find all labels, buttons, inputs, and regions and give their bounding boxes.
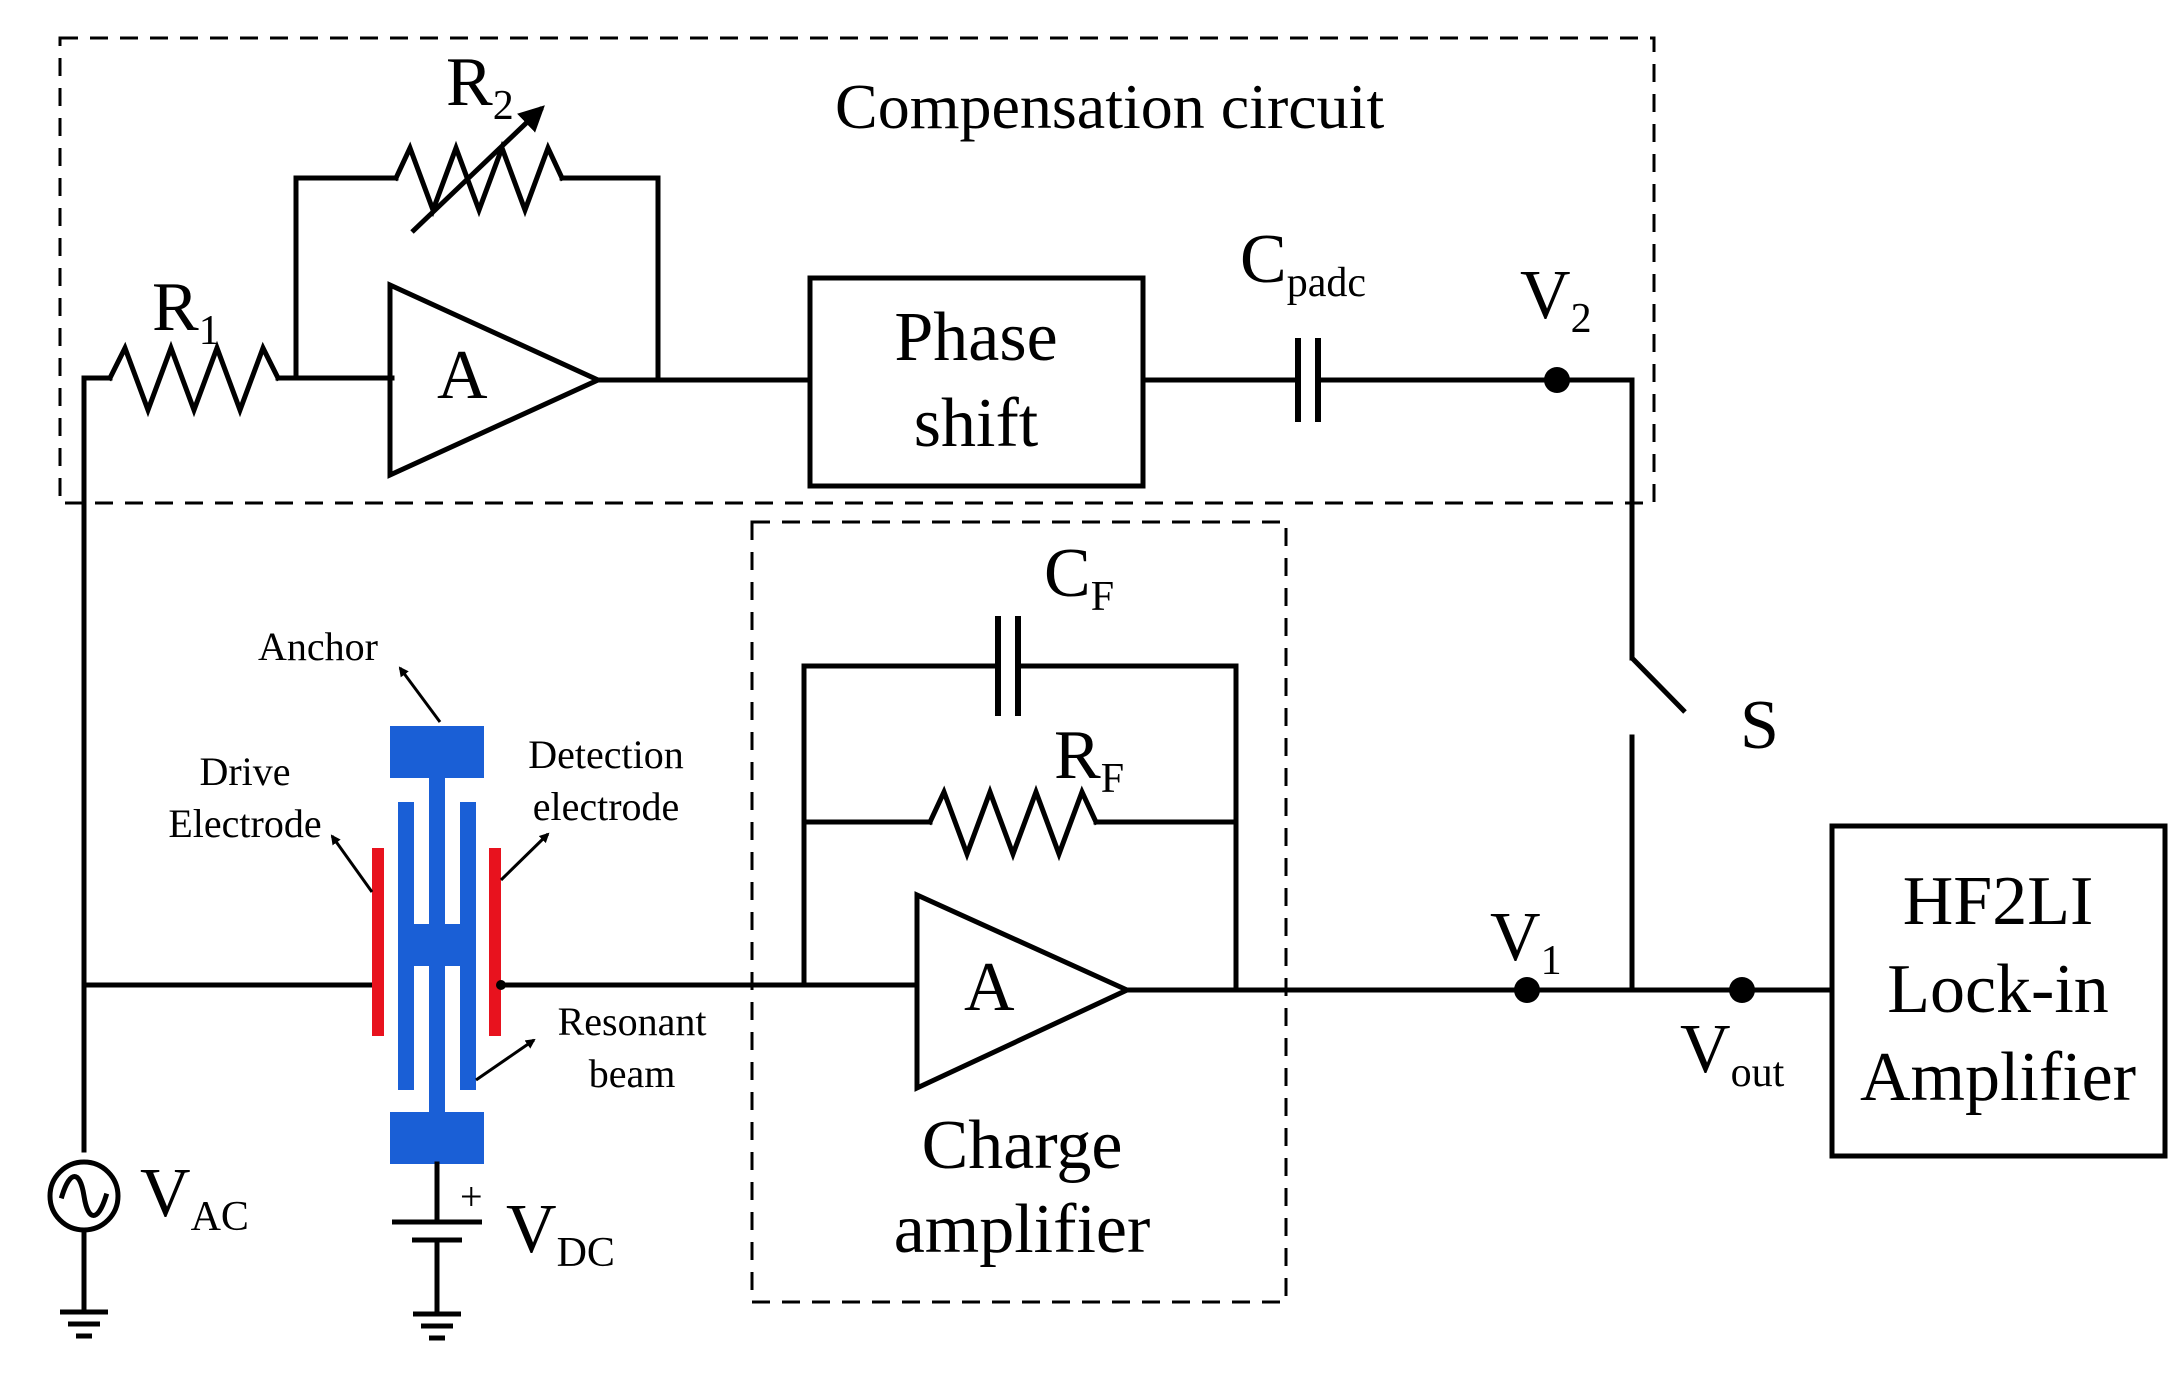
vac-sine-icon [58, 1174, 110, 1218]
r1-resistor [106, 340, 282, 418]
ground-icon-left [60, 1309, 108, 1339]
lockin-label-line1: HF2LI [1903, 863, 2094, 940]
resonator-anchor-bottom [390, 1112, 484, 1164]
v1-label: V1 [1490, 899, 1562, 984]
r2-feedback-wire-right [559, 175, 661, 381]
detection-electrode-label-line1: Detection [528, 732, 684, 777]
drive-electrode [372, 848, 384, 1036]
r2-resistor [392, 140, 566, 218]
drive-electrode-arrow [330, 834, 374, 893]
mems-resonator [372, 726, 501, 1164]
vout-label: Vout [1680, 1011, 1785, 1096]
r1-label: R1 [152, 269, 220, 354]
cpadc-label: Cpadc [1240, 221, 1366, 306]
resonant-beam-arrow [475, 1038, 536, 1082]
rf-label: RF [1054, 717, 1124, 802]
compensation-circuit-label: Compensation circuit [835, 71, 1384, 142]
resonator-tether-top [429, 778, 445, 924]
lockin-label-line3: Amplifier [1860, 1039, 2136, 1116]
v2-label: V2 [1520, 257, 1592, 342]
resonator-beam-right [460, 802, 476, 1090]
resonator-beam-left [398, 802, 414, 1090]
r2-label: R2 [446, 44, 514, 129]
detection-electrode-label-line2: electrode [533, 784, 680, 829]
drive-electrode-label-line1: Drive [199, 749, 290, 794]
drive-electrode-label-line2: Electrode [168, 801, 321, 846]
cf-label: CF [1044, 535, 1114, 620]
charge-amp-feedback-outer-right [1015, 663, 1239, 993]
anchor-label: Anchor [258, 624, 378, 669]
phase-shift-label-line2: shift [914, 385, 1039, 462]
vdc-plus-sign: + [460, 1174, 483, 1219]
cpadc-to-v2-wire [1317, 377, 1635, 661]
v2-node [1544, 367, 1570, 393]
charge-amplifier-symbol-label: A [964, 949, 1015, 1026]
charge-amp-feedback-outer [801, 663, 1001, 988]
v1-node [1514, 977, 1540, 1003]
charge-amplifier-label-line2: amplifier [894, 1191, 1151, 1268]
vac-label: VAC [140, 1155, 249, 1240]
compensation-amplifier-label: A [437, 337, 488, 414]
vout-node [1729, 977, 1755, 1003]
resonator-tether-bottom [429, 966, 445, 1112]
compensation-amplifier [387, 281, 605, 479]
lockin-label-line2: Lock-in [1887, 951, 2109, 1028]
charge-amplifier-box [750, 520, 1288, 1304]
charge-amplifier [914, 891, 1133, 1092]
compensation-circuit-box [58, 36, 1656, 505]
lockin-amplifier-block [1829, 823, 2168, 1159]
detection-electrode [489, 848, 501, 1036]
switch-blade [1630, 656, 1687, 714]
resonator-anchor-top [390, 726, 484, 778]
r2-feedback-wire [293, 175, 399, 381]
vdc-label: VDC [506, 1191, 615, 1276]
ground-icon-vdc [413, 1311, 461, 1341]
charge-amplifier-label-line1: Charge [922, 1107, 1123, 1184]
resonator-crossbar [414, 924, 460, 966]
rf-resistor [926, 784, 1100, 862]
phase-shift-block [807, 275, 1146, 489]
switch-label: S [1740, 687, 1779, 764]
resonant-beam-label-line1: Resonant [558, 999, 707, 1044]
phase-shift-label-line1: Phase [894, 299, 1057, 376]
r2-variable-arrow [410, 105, 545, 234]
detection-electrode-arrow [499, 832, 550, 882]
anchor-arrow [398, 666, 442, 723]
resonant-beam-label-line2: beam [589, 1051, 676, 1096]
